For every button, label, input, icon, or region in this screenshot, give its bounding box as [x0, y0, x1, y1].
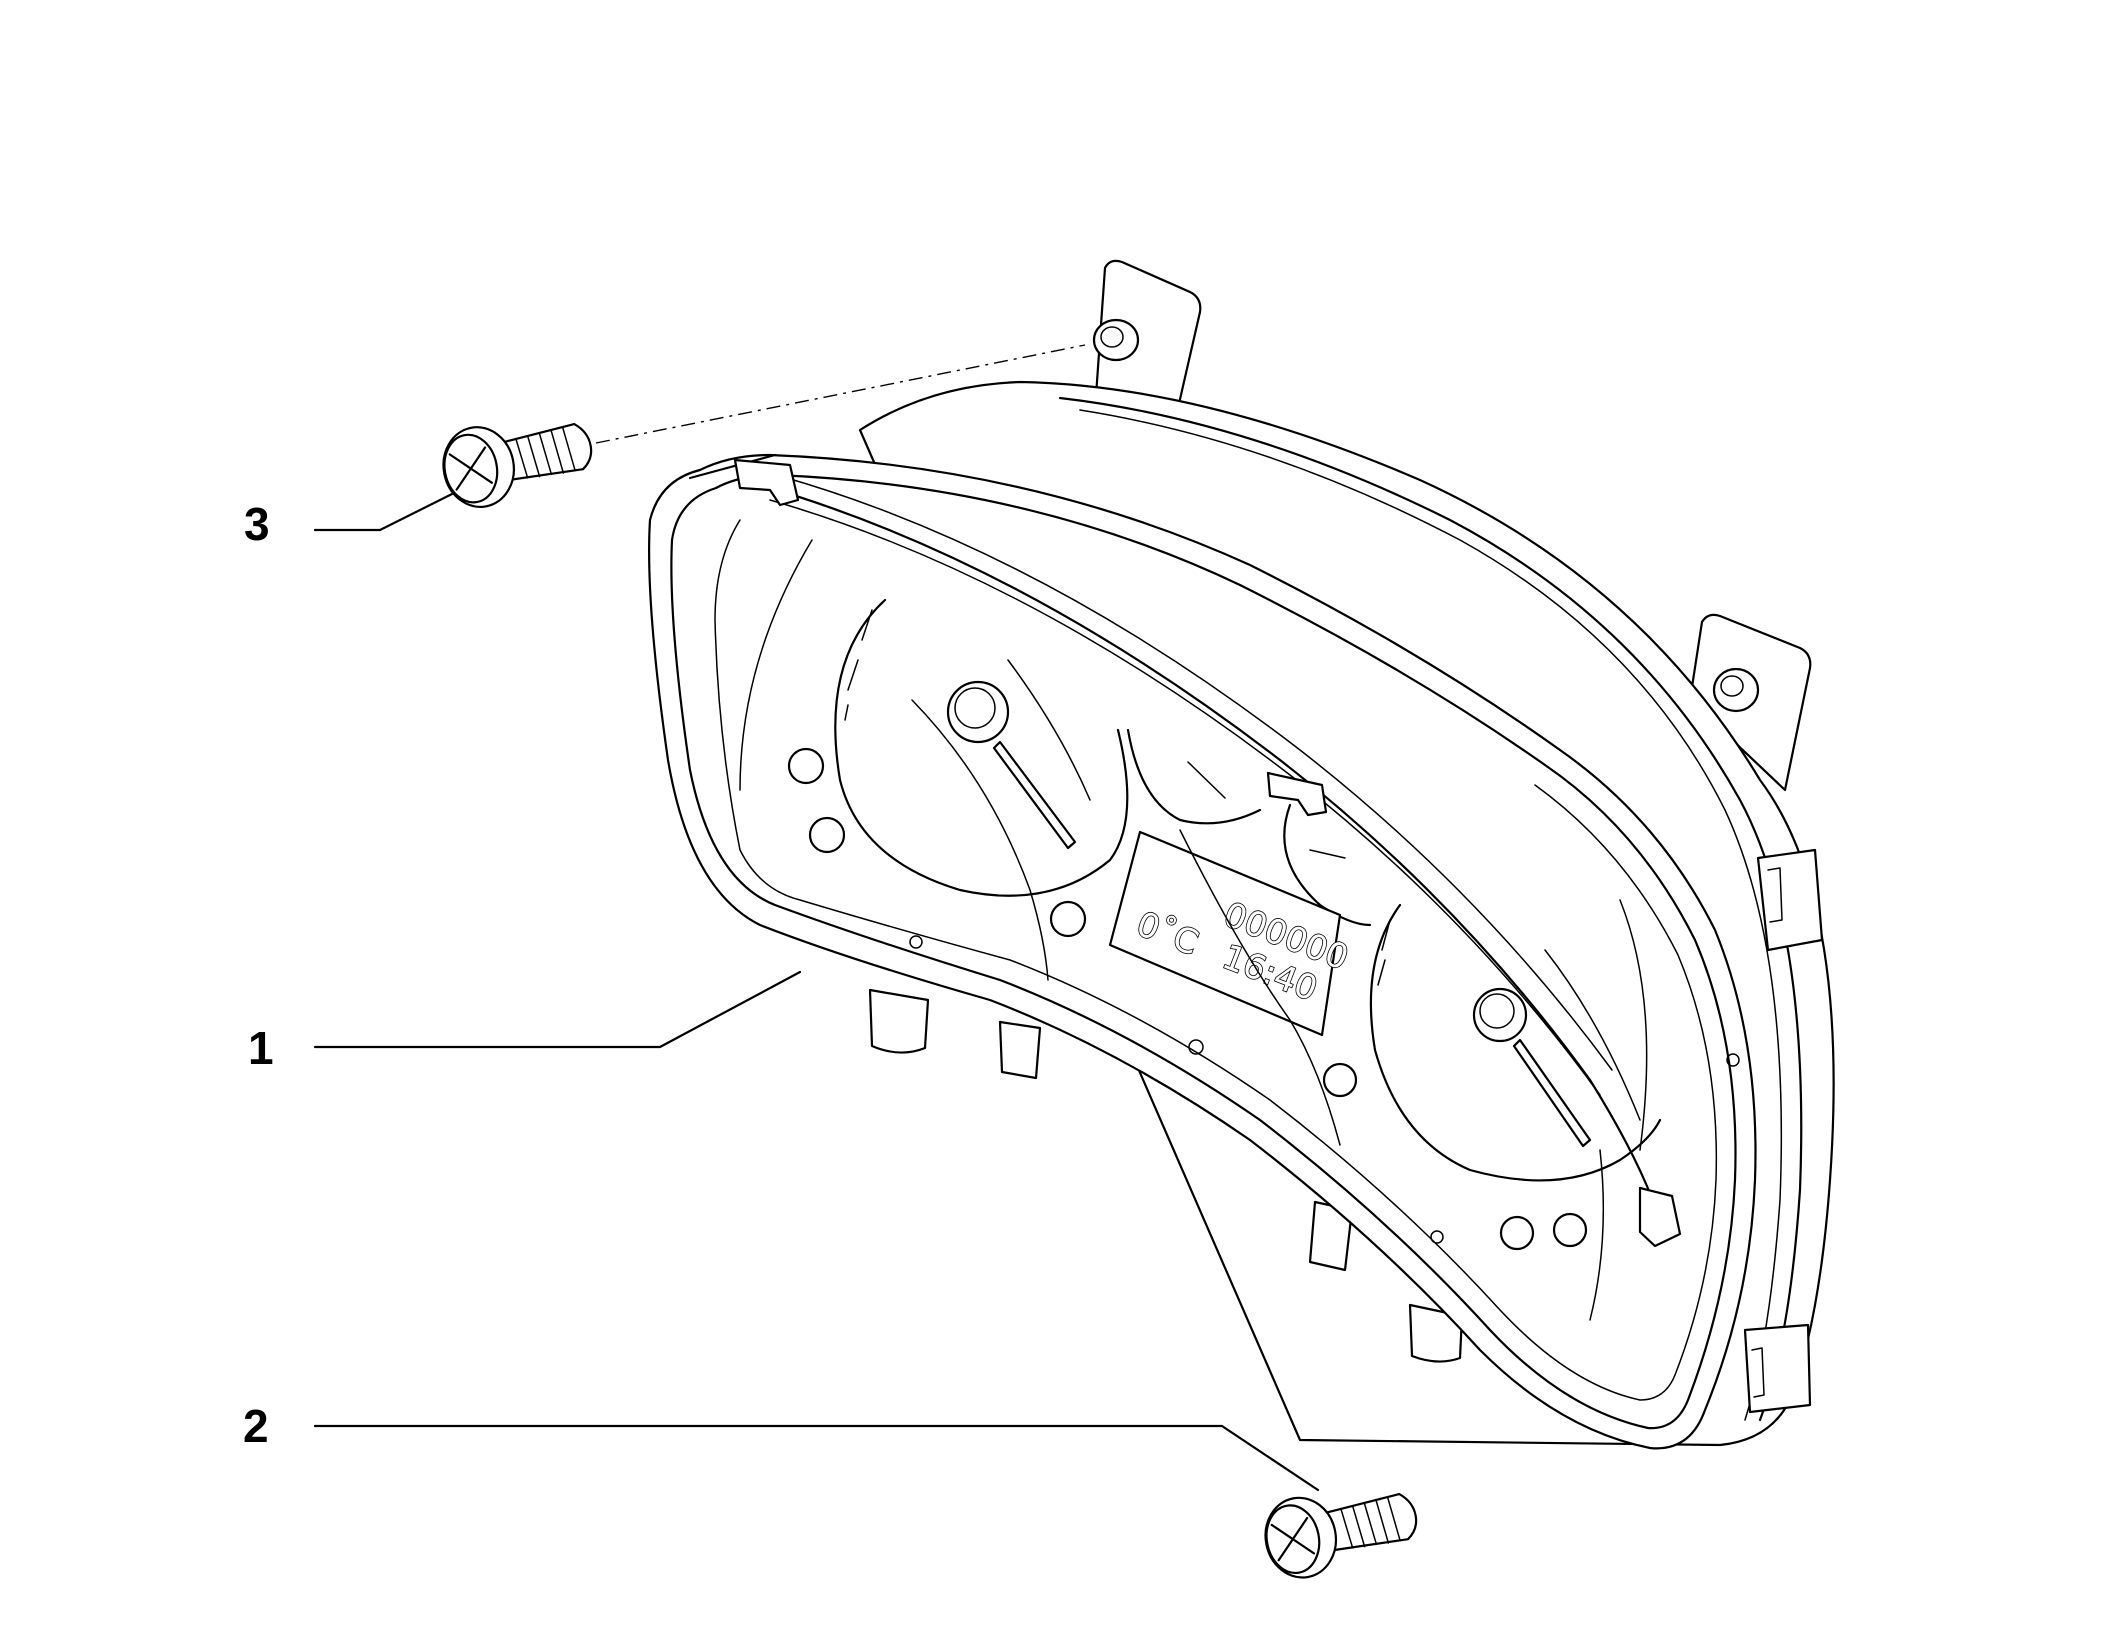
- side-clip-lower: [1743, 1323, 1812, 1414]
- tachometer-gauge: [1369, 903, 1662, 1182]
- tachometer-hub: [1472, 987, 1528, 1043]
- axis-line-part-3: [595, 344, 1086, 444]
- upper-mounting-tab: [1093, 259, 1202, 412]
- speedometer-hub: [946, 680, 1010, 744]
- side-clip-upper: [1756, 848, 1824, 952]
- top-clip-left: [733, 458, 800, 507]
- screw-part-2: [1264, 1492, 1418, 1579]
- callout-number-3: 3: [244, 498, 270, 550]
- lcd-display: [1108, 830, 1342, 1037]
- tachometer-needle: [1512, 1038, 1592, 1148]
- right-tab-hole: [1712, 667, 1760, 713]
- speedometer-gauge: [834, 598, 1129, 981]
- instrument-cluster: 000000 0˚C 16:40: [648, 259, 1835, 1450]
- speedometer-needle: [992, 740, 1077, 850]
- leader-line-1: [313, 970, 802, 1049]
- leader-line-3: [313, 492, 454, 532]
- screw-part-3: [442, 422, 593, 508]
- top-clip-right: [1638, 1186, 1682, 1248]
- leader-line-2: [313, 1424, 1320, 1492]
- callout-number-1: 1: [248, 1022, 274, 1074]
- callout-number-2: 2: [243, 1400, 269, 1452]
- warning-lights: [787, 747, 1740, 1251]
- upper-tab-hole: [1092, 318, 1140, 362]
- connector-pins: [868, 988, 1464, 1363]
- top-clip-middle: [1266, 771, 1328, 817]
